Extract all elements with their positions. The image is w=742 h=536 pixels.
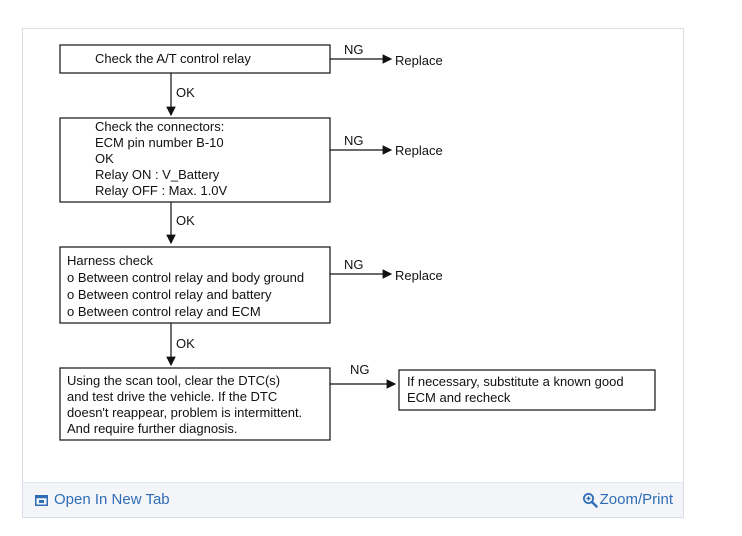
open-tab-label: Open In New Tab (54, 491, 170, 508)
step-3-line-2: o Between control relay and body ground (67, 270, 304, 285)
ng-1-result: Replace (395, 53, 443, 68)
final-result-box (398, 369, 656, 411)
final-result-line-1: If necessary, substitute a known good (407, 374, 624, 389)
step-3-box (59, 246, 331, 324)
step-4-line-2: and test drive the vehicle. If the DTC (67, 389, 277, 404)
ok-2-label: OK (176, 213, 195, 228)
zoom-print-link[interactable]: Zoom/Print (582, 491, 673, 508)
step-4-line-3: doesn't reappear, problem is intermitten… (67, 405, 302, 420)
ng-2-label: NG (344, 133, 364, 148)
ng-1-label: NG (344, 42, 364, 57)
ok-3-label: OK (176, 336, 195, 351)
ok-1-label: OK (176, 85, 195, 100)
step-2-line-1: Check the connectors: (95, 119, 224, 134)
step-1-line-1: Check the A/T control relay (95, 51, 251, 66)
step-2-line-4: Relay ON : V_Battery (95, 167, 220, 182)
final-result-line-2: ECM and recheck (407, 390, 511, 405)
ng-3-result: Replace (395, 268, 443, 283)
step-3-line-3: o Between control relay and battery (67, 287, 272, 302)
step-3-line-1: Harness check (67, 253, 153, 268)
step-2-line-5: Relay OFF : Max. 1.0V (95, 183, 228, 198)
step-2-box (59, 117, 331, 203)
step-2-line-2: ECM pin number B-10 (95, 135, 224, 150)
open-tab-icon (35, 494, 48, 506)
ng-3-label: NG (344, 257, 364, 272)
step-3-line-4: o Between control relay and ECM (67, 304, 261, 319)
ng-2-result: Replace (395, 143, 443, 158)
diagram-frame: Check the A/T control relay NG Replace O… (22, 28, 684, 518)
zoom-print-label: Zoom/Print (599, 491, 673, 508)
step-4-line-4: And require further diagnosis. (67, 421, 238, 436)
step-4-line-1: Using the scan tool, clear the DTC(s) (67, 373, 280, 388)
zoom-icon (582, 492, 598, 508)
step-2-line-3: OK (95, 151, 114, 166)
open-in-new-tab-link[interactable]: Open In New Tab (35, 491, 170, 508)
ng-4-label: NG (350, 362, 370, 377)
footer-bar: Open In New Tab Zoom/Print (23, 482, 683, 517)
flowchart: Check the A/T control relay NG Replace O… (59, 42, 656, 441)
step-4-box (59, 367, 331, 441)
